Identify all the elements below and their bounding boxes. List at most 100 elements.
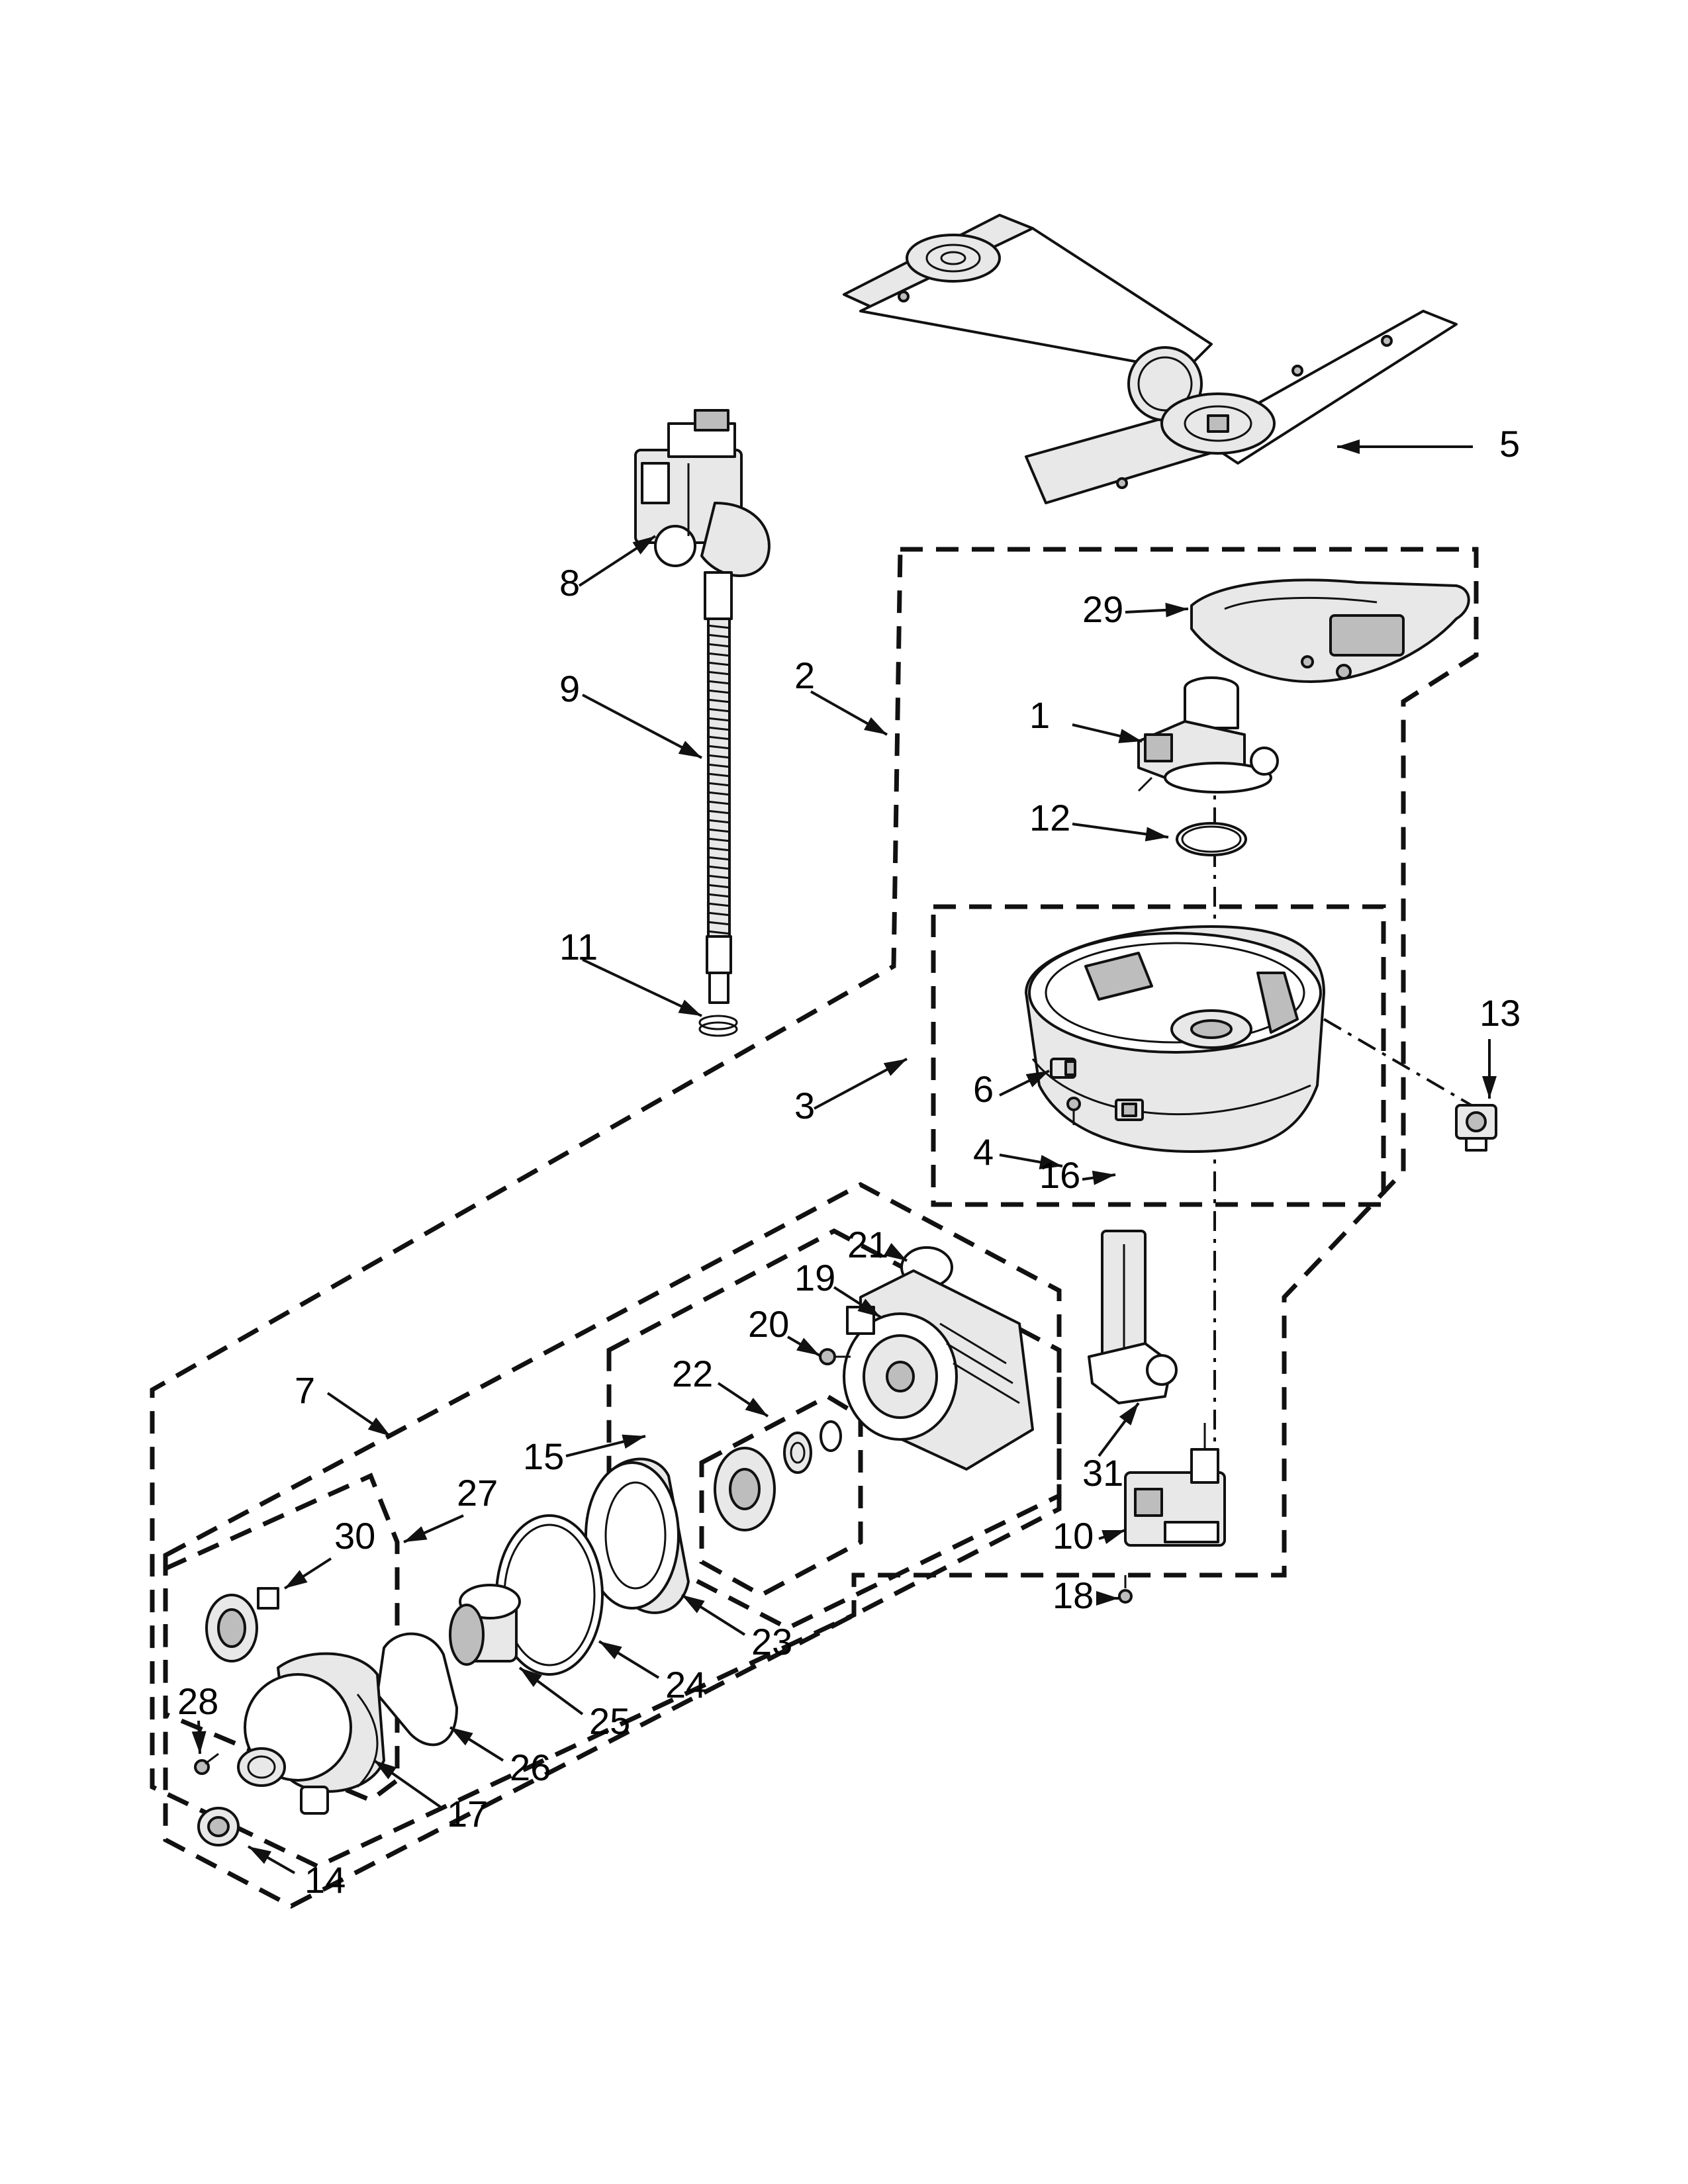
leader-arrowhead-23 (682, 1595, 705, 1614)
callout-label-10: 10 (1053, 1515, 1094, 1557)
hose-rib (706, 921, 731, 926)
callout-label-31: 31 (1082, 1452, 1123, 1494)
leader-arrowhead-26 (450, 1727, 473, 1746)
screw-part-28 (194, 1752, 219, 1775)
leader-arrowhead-6 (1025, 1071, 1049, 1087)
hose-rib (706, 772, 731, 778)
callout-label-29: 29 (1082, 588, 1123, 630)
group-boundary-2 (150, 547, 1479, 1869)
hose-rib (706, 735, 731, 741)
o-ring-part-12-inner (1181, 825, 1242, 853)
callout-label-4: 4 (973, 1131, 994, 1173)
diverter-valve-part-10 (1124, 1423, 1226, 1547)
hose-rib (706, 865, 731, 870)
pump-motor-part-19 (843, 1269, 1034, 1471)
callout-label-3: 3 (794, 1085, 815, 1126)
impeller-assembly-part-22 (714, 1420, 842, 1531)
leader-arrowhead-12 (1145, 827, 1168, 842)
hose-rib (706, 717, 731, 722)
group-boundary-22 (699, 1393, 863, 1598)
hose-rib (706, 624, 731, 629)
gasket-part-26 (376, 1632, 458, 1747)
hose-rib (706, 633, 731, 639)
callout-label-9: 9 (559, 668, 580, 709)
callout-label-24: 24 (665, 1664, 706, 1706)
callout-label-26: 26 (510, 1747, 551, 1788)
callout-label-7: 7 (295, 1369, 315, 1411)
hose-ribs (706, 624, 731, 935)
leader-arrowhead-31 (1119, 1403, 1139, 1426)
leader-arrowhead-7 (367, 1417, 391, 1436)
pump-housing-part-17 (237, 1652, 385, 1815)
callout-label-20: 20 (748, 1303, 789, 1345)
leader-arrowhead-1 (1118, 729, 1142, 743)
callout-label-2: 2 (794, 655, 815, 696)
leader-arrowhead-30 (285, 1570, 308, 1588)
leader-arrowhead-21 (884, 1243, 907, 1261)
clip-part-16 (1115, 1099, 1144, 1121)
callout-label-8: 8 (559, 562, 580, 604)
group-boundary-7 (163, 1182, 1062, 1909)
hose-rib (706, 726, 731, 731)
callout-label-19: 19 (794, 1257, 835, 1298)
leader-arrowhead-16 (1092, 1170, 1115, 1185)
hose-rib (706, 754, 731, 759)
callout-label-15: 15 (523, 1435, 564, 1477)
leader-lines (191, 439, 1497, 1874)
screw-part-18 (1118, 1575, 1133, 1604)
callout-label-28: 28 (177, 1680, 218, 1722)
hose-rib (706, 819, 731, 824)
leader-arrowhead-27 (404, 1526, 428, 1542)
callout-label-23: 23 (751, 1621, 792, 1662)
leader-arrowhead-18 (1096, 1591, 1119, 1606)
callout-label-16: 16 (1039, 1154, 1080, 1196)
leader-arrowhead-17 (374, 1760, 397, 1780)
hose-rib (706, 902, 731, 907)
check-valve-part-30 (205, 1587, 279, 1662)
leader-arrowhead-4 (1039, 1155, 1062, 1169)
hose-rib (706, 930, 731, 935)
callout-label-27: 27 (457, 1472, 498, 1514)
callout-label-30: 30 (334, 1515, 375, 1557)
impeller-housing-part-23 (585, 1457, 690, 1614)
hose-rib (706, 745, 731, 750)
hose-rib (706, 856, 731, 861)
hose-rib (706, 837, 731, 842)
hose-rib (706, 680, 731, 685)
hose-rib (706, 661, 731, 666)
hose-rib (706, 846, 731, 852)
callout-label-5: 5 (1499, 423, 1520, 465)
leader-arrowhead-8 (632, 536, 655, 555)
leader-arrowhead-29 (1165, 602, 1188, 617)
hose-rib (706, 763, 731, 768)
leader-arrowhead-19 (857, 1298, 880, 1317)
hose-rib (706, 828, 731, 833)
hose-rib (706, 689, 731, 694)
leader-arrowhead-15 (622, 1434, 645, 1449)
clamp-part-11 (698, 1015, 738, 1037)
screw-part-4 (1066, 1097, 1081, 1125)
hose-rib (706, 643, 731, 648)
callout-label-6: 6 (973, 1068, 994, 1110)
sump-part-3 (1025, 925, 1325, 1153)
hose-part-9 (704, 571, 733, 1004)
hose-rib (706, 874, 731, 880)
hose-rib (706, 670, 731, 676)
hose-rib (706, 911, 731, 917)
o-ring-part-12 (1176, 822, 1247, 856)
hose-rib (706, 652, 731, 657)
leader-arrowhead-20 (796, 1338, 820, 1355)
callout-label-25: 25 (589, 1700, 630, 1742)
leader-arrowhead-24 (599, 1641, 622, 1660)
pressure-sensor-part-13 (1455, 1104, 1497, 1152)
leader-arrowhead-14 (248, 1846, 271, 1864)
hose-rib (706, 800, 731, 805)
filter-housing-part-1 (1137, 676, 1279, 794)
callout-label-21: 21 (847, 1224, 888, 1265)
hose-rib (706, 884, 731, 889)
axis-line-pressure-sensor (1323, 1018, 1484, 1113)
hose-rib (706, 782, 731, 787)
leader-arrowhead-3 (883, 1059, 907, 1076)
leader-arrowhead-2 (863, 717, 887, 735)
